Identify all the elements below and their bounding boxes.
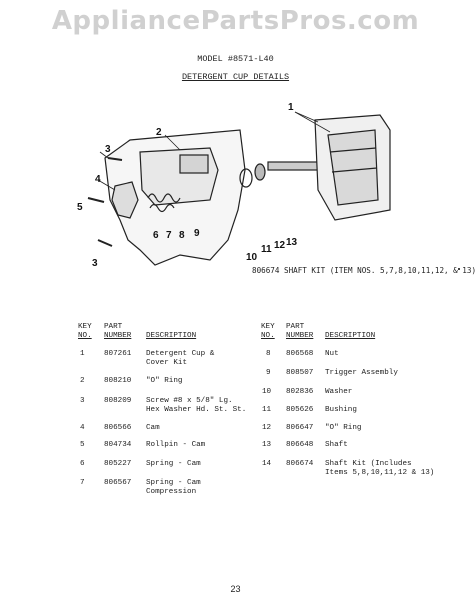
spring-coil-2 [149, 203, 175, 213]
left-key-header: KEY NO. [78, 323, 92, 340]
watermark: AppliancePartsPros.com [51, 6, 420, 36]
o-ring-part [239, 168, 253, 188]
exploded-diagram: 1 2 3 4 5 6 7 8 9 10 11 12 13 3 [77, 102, 391, 269]
left-description-header: DESCRIPTION [146, 332, 197, 340]
page-number: 23 [230, 584, 241, 594]
shaft-kit-caption: 806674 SHAFT KIT (ITEM NOS. 5,7,8,10,11,… [252, 266, 476, 275]
right-description-header: DESCRIPTION [325, 332, 376, 340]
callout-10: 10 [246, 252, 258, 263]
cam-part [111, 181, 139, 219]
callout-13: 13 [286, 237, 298, 248]
right-key-header: KEY NO. [261, 323, 275, 340]
callout-3-bottom: 3 [92, 258, 98, 269]
callout-7: 7 [166, 230, 172, 241]
stray-mark [458, 268, 460, 270]
screw-top [107, 157, 123, 161]
callout-12: 12 [274, 240, 286, 251]
callout-5: 5 [77, 202, 83, 213]
callout-1: 1 [288, 102, 294, 113]
callout-6: 6 [153, 230, 159, 241]
screw-bottom [97, 239, 113, 247]
left-part-header: PART NUMBER [104, 323, 132, 340]
callout-8: 8 [179, 230, 185, 241]
callout-3: 3 [105, 144, 111, 155]
right-part-header: PART NUMBER [286, 323, 314, 340]
rollpin [87, 197, 105, 203]
callout-2: 2 [156, 127, 162, 138]
section-title: DETERGENT CUP DETAILS [181, 72, 290, 82]
washer-part [254, 163, 266, 181]
callout-9: 9 [194, 228, 200, 239]
model-number: MODEL #8571-L40 [197, 54, 274, 64]
trigger-block [179, 154, 209, 174]
spring-coil [147, 193, 181, 203]
callout-4: 4 [95, 174, 101, 185]
callout-11: 11 [261, 244, 272, 255]
